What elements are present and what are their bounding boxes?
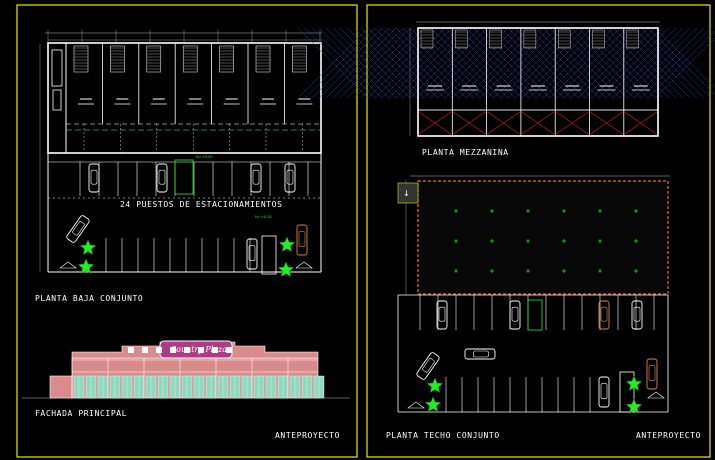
car-icon <box>66 215 90 243</box>
project-status-right: ANTEPROYECTO <box>636 431 701 440</box>
left-sheet-frame <box>16 4 358 458</box>
car-icon <box>88 163 100 193</box>
car-icon <box>436 300 448 330</box>
car-icon <box>284 163 296 193</box>
tree-icon <box>277 261 295 277</box>
car-icon <box>646 358 658 390</box>
roof-plan: ↓ <box>397 175 670 414</box>
right-sheet-frame <box>366 4 711 458</box>
car-icon <box>156 163 168 193</box>
svg-text:N=+0.15: N=+0.15 <box>255 215 272 219</box>
ground-floor-plan: N=+0.00 N=+0.15 24 PUESTOS DE ESTACIONAM… <box>39 30 322 277</box>
tree-icon <box>424 396 442 412</box>
tree-icon <box>426 377 444 393</box>
car-icon <box>250 163 262 193</box>
project-status-left: ANTEPROYECTO <box>275 431 340 440</box>
parking-count-label: 24 PUESTOS DE ESTACIONAMIENTOS <box>120 200 283 209</box>
svg-text:N=+0.00: N=+0.00 <box>196 155 213 159</box>
tree-icon <box>625 375 643 391</box>
tree-icon <box>625 398 643 414</box>
main-facade-elevation: Country Plaza <box>22 340 350 399</box>
north-arrow-icon <box>397 182 419 204</box>
car-icon <box>246 238 258 270</box>
car-icon <box>509 300 521 330</box>
ground-floor-title: PLANTA BAJA CONJUNTO <box>35 294 143 303</box>
mezzanine-plan <box>297 21 715 137</box>
car-icon <box>631 300 643 330</box>
roof-plan-title: PLANTA TECHO CONJUNTO <box>386 431 500 440</box>
tree-icon <box>278 236 296 252</box>
tree-icon <box>77 258 95 274</box>
tree-icon <box>79 239 97 255</box>
facade-title: FACHADA PRINCIPAL <box>35 409 127 418</box>
car-icon <box>598 376 610 408</box>
car-icon <box>464 348 496 360</box>
car-icon <box>416 352 440 380</box>
car-icon <box>296 224 308 256</box>
mezzanine-title: PLANTA MEZZANINA <box>422 148 509 157</box>
car-icon <box>598 300 610 330</box>
svg-text:↓: ↓ <box>403 189 410 198</box>
